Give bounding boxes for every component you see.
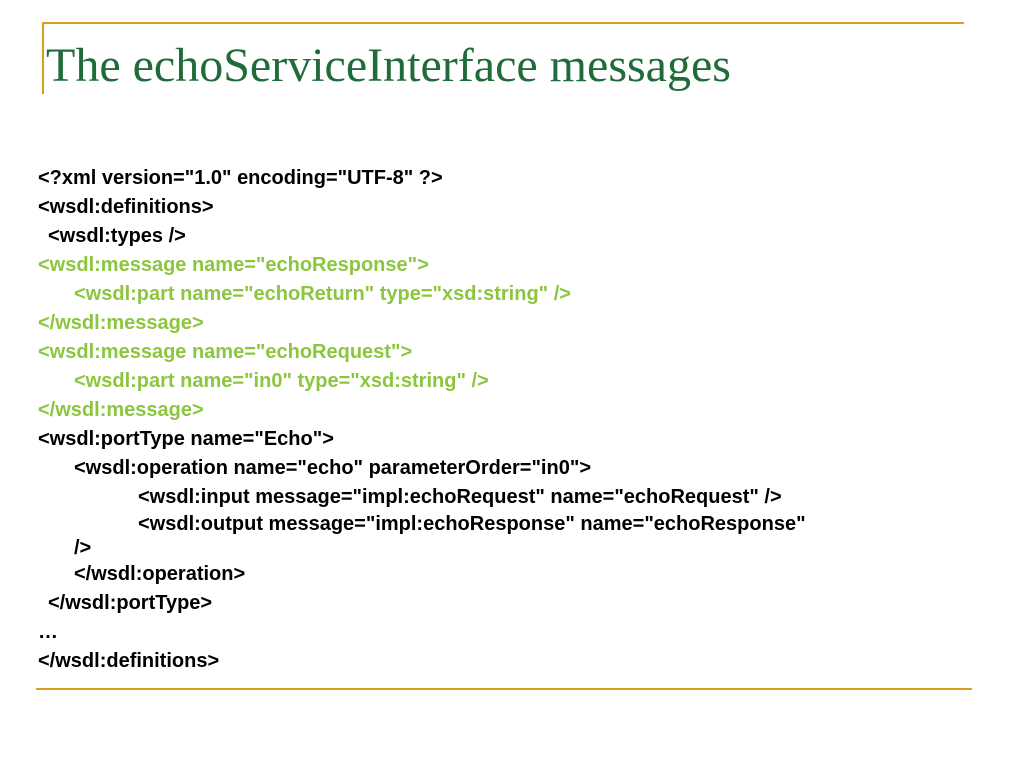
- code-line-porttype-close: </wsdl:portType>: [48, 592, 213, 614]
- slide-title: The echoServiceInterface messages: [46, 39, 731, 92]
- code-line-types: <wsdl:types />: [48, 225, 186, 247]
- code-line-definitions-close: </wsdl:definitions>: [38, 650, 220, 672]
- code-line-porttype-open: <wsdl:portType name="Echo">: [38, 428, 334, 450]
- code-line-message-echorequest-open: <wsdl:message name="echoRequest">: [38, 341, 413, 363]
- code-line-definitions-open: <wsdl:definitions>: [38, 196, 214, 218]
- code-line-operation-open: <wsdl:operation name="echo" parameterOrd…: [74, 457, 591, 479]
- code-line-operation-close: </wsdl:operation>: [74, 563, 246, 585]
- bottom-rule: [36, 688, 972, 690]
- code-line-message-echoresponse-open: <wsdl:message name="echoResponse">: [38, 254, 429, 276]
- code-listing: <?xml version="1.0" encoding="UTF-8" ?> …: [38, 164, 968, 676]
- code-line-output-close: />: [74, 537, 92, 559]
- top-rule: [42, 22, 964, 24]
- code-line-input: <wsdl:input message="impl:echoRequest" n…: [138, 486, 782, 508]
- left-rule: [42, 22, 44, 94]
- code-line-output: <wsdl:output message="impl:echoResponse"…: [138, 513, 806, 535]
- code-line-message-close: </wsdl:message>: [38, 312, 204, 334]
- code-line-message-close: </wsdl:message>: [38, 399, 204, 421]
- code-line-part-in0: <wsdl:part name="in0" type="xsd:string" …: [74, 370, 489, 392]
- code-line-ellipsis: …: [38, 621, 58, 643]
- code-line-xml-declaration: <?xml version="1.0" encoding="UTF-8" ?>: [38, 167, 443, 189]
- code-line-part-echoreturn: <wsdl:part name="echoReturn" type="xsd:s…: [74, 283, 571, 305]
